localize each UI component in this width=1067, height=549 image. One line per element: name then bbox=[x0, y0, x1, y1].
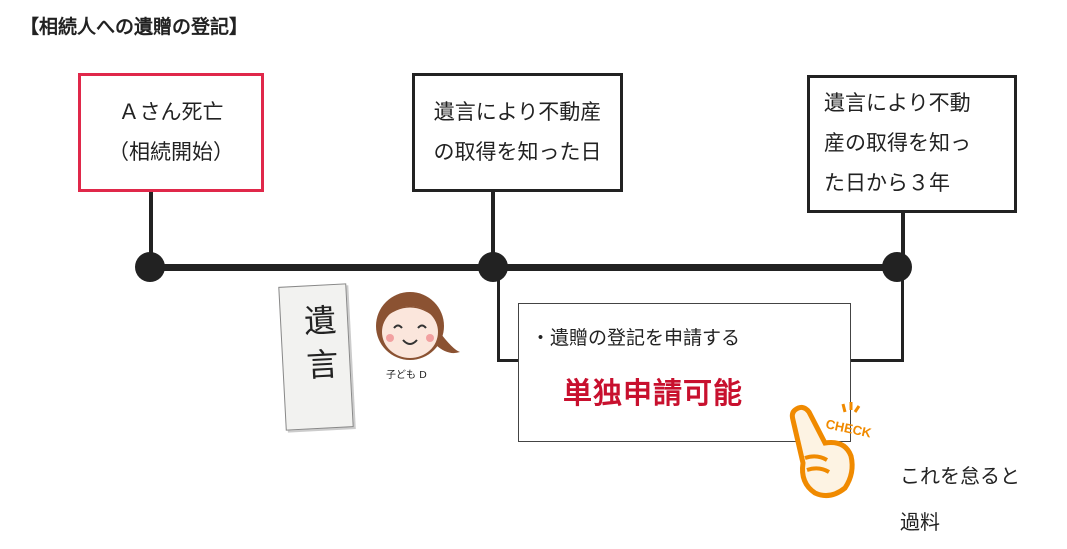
diagram-title: 【相続人への遺贈の登記】 bbox=[20, 16, 249, 38]
box-death: Ａさん死亡 （相続開始） bbox=[78, 73, 264, 192]
timeline-dot-deadline bbox=[882, 252, 912, 282]
box-text: 産の取得を知っ bbox=[824, 131, 971, 156]
child-face-icon bbox=[376, 292, 460, 360]
penalty-text: 過料 bbox=[900, 510, 940, 534]
penalty-text: これを怠ると bbox=[900, 464, 1020, 488]
box-deadline: 遺言により不動 産の取得を知っ た日から３年 bbox=[807, 75, 1017, 213]
connector bbox=[901, 212, 905, 267]
box-text: た日から３年 bbox=[824, 170, 950, 195]
child-label: 子ども D bbox=[386, 370, 427, 381]
bracket-right bbox=[901, 267, 904, 362]
box-text: 遺言により不動産 bbox=[433, 99, 602, 124]
box-text: Ａさん死亡 bbox=[118, 99, 224, 124]
check-hand-icon: CHECK bbox=[789, 402, 873, 499]
box-text: 遺言により不動 bbox=[824, 91, 971, 116]
check-label: CHECK bbox=[824, 416, 873, 440]
action-highlight: 単独申請可能 bbox=[563, 376, 744, 410]
timeline-line bbox=[150, 264, 900, 271]
timeline-dot-death bbox=[135, 252, 165, 282]
box-text: の取得を知った日 bbox=[433, 139, 602, 164]
connector bbox=[149, 191, 153, 267]
bracket-left-bottom bbox=[497, 359, 519, 362]
box-text: （相続開始） bbox=[108, 139, 234, 164]
bracket-left bbox=[497, 267, 500, 362]
will-scroll-icon: 遺言 bbox=[278, 283, 354, 431]
connector bbox=[491, 191, 495, 267]
bracket-right-bottom bbox=[850, 359, 904, 362]
timeline-dot-knew bbox=[478, 252, 508, 282]
box-knew: 遺言により不動産 の取得を知った日 bbox=[412, 73, 623, 192]
will-label: 遺言 bbox=[298, 302, 341, 393]
action-text: ・遺贈の登記を申請する bbox=[531, 327, 741, 349]
